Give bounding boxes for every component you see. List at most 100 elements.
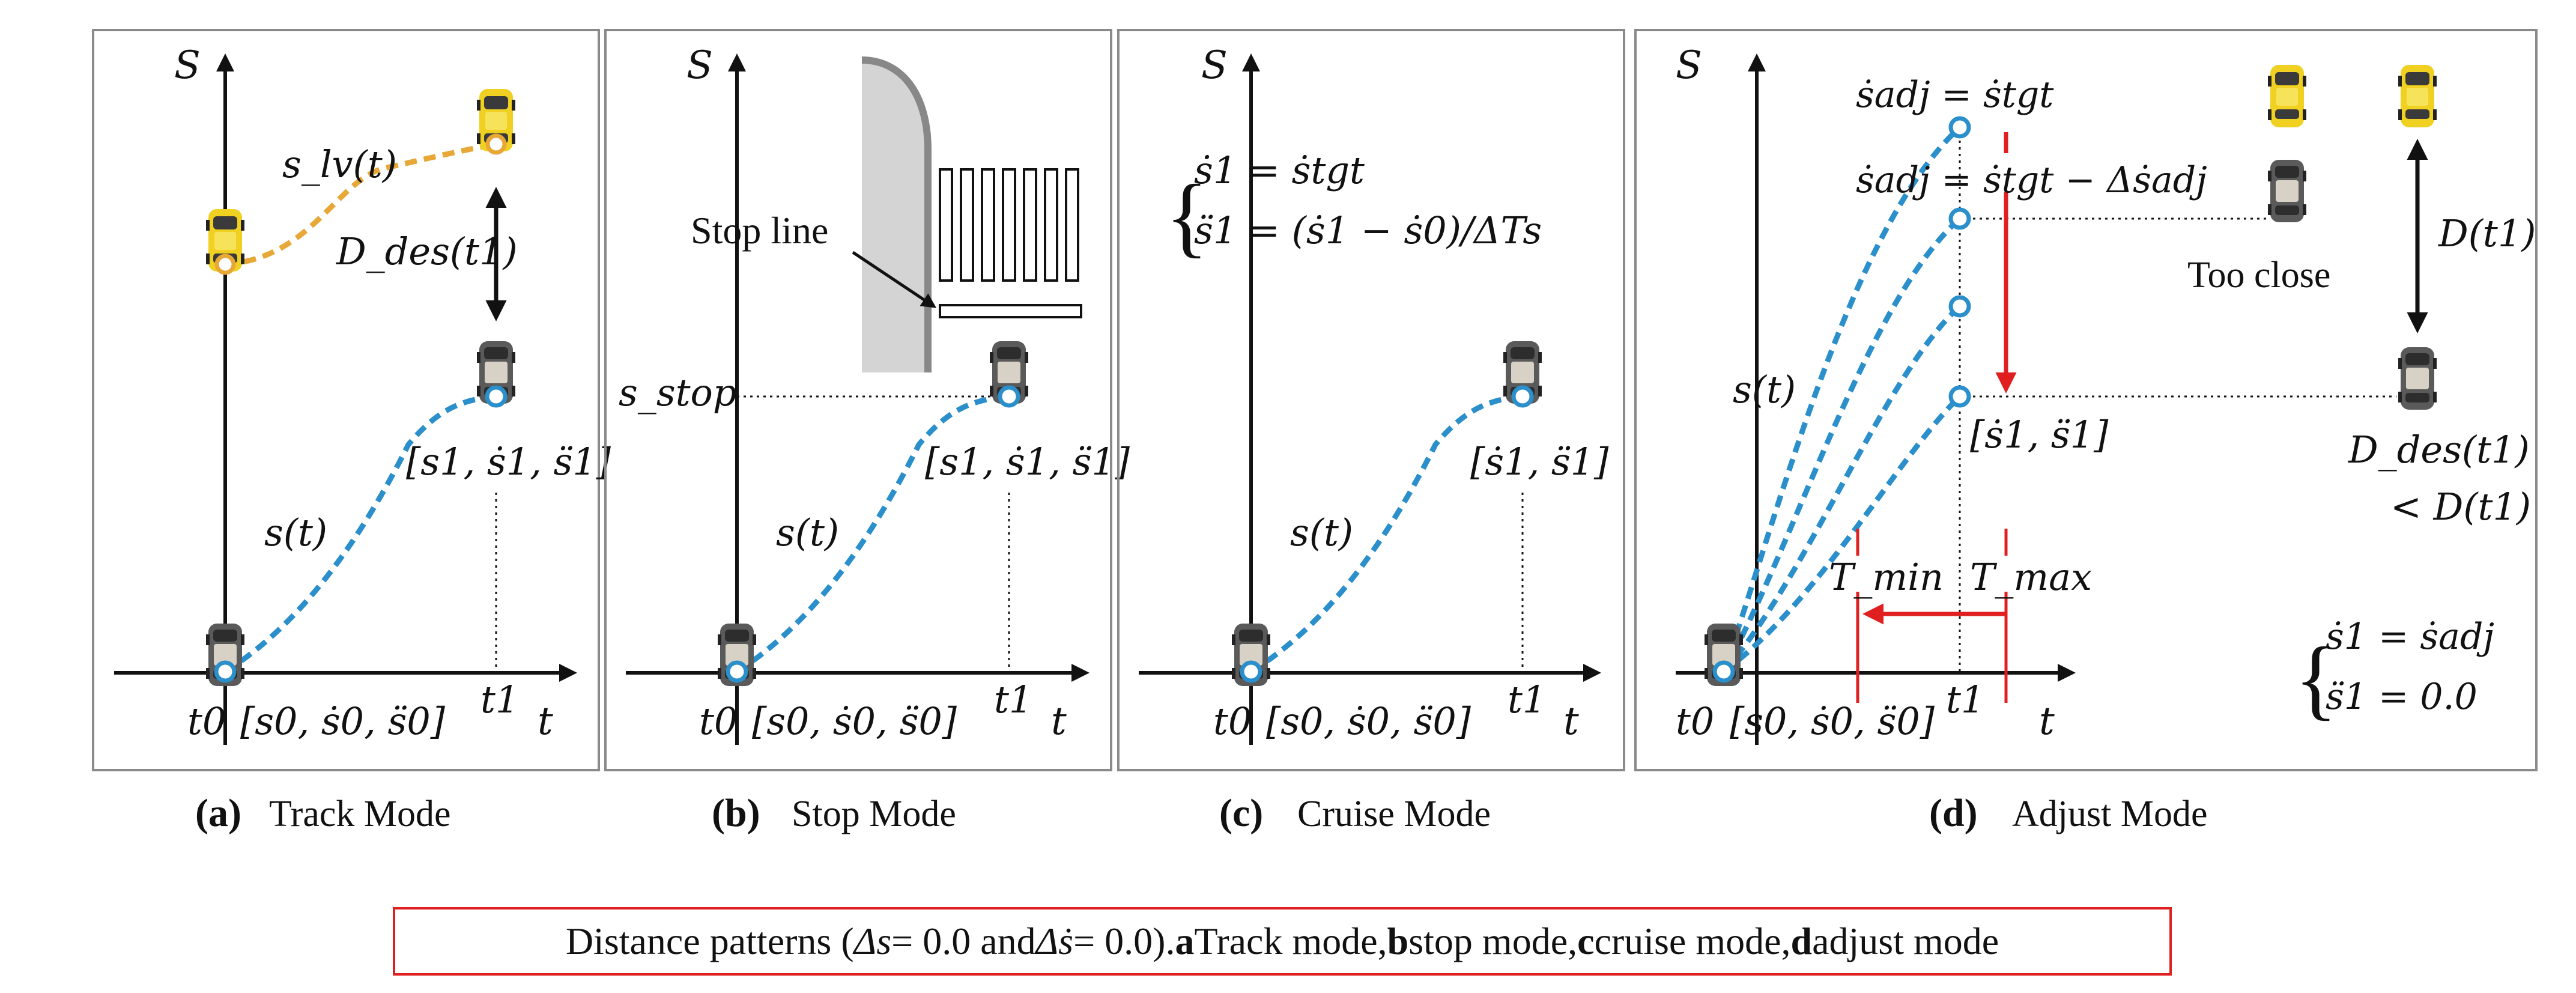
t0-label: t0 [187, 699, 226, 743]
ddes-label: D_des(t1) [336, 229, 518, 273]
caption-dsdot: Δṡ [1035, 920, 1074, 962]
start-point [214, 660, 237, 683]
candidate-trajectory-3 [1721, 304, 1962, 673]
caption-d-text: adjust mode [1812, 920, 1999, 962]
yellow-car-desired [2398, 65, 2437, 127]
candidate-trajectory-4 [1722, 394, 1962, 674]
distance-label: D(t1) [2438, 211, 2536, 255]
candidate-trajectory-2 [1721, 216, 1962, 673]
tmin-label: T_min [1829, 555, 1944, 599]
start-state-label: [s0, ṡ0, s̈0] [240, 699, 446, 743]
equation-2: s̈1 = 0.0 [2326, 676, 2478, 718]
trajectory-label: s(t) [776, 511, 839, 554]
caption-eq-b: = 0.0). [1073, 920, 1175, 962]
stop-line-pointer [852, 251, 937, 308]
stop-line-label: Stop line [691, 209, 828, 252]
x-axis-label: t [1563, 699, 1579, 744]
end-point [1511, 385, 1534, 408]
caption-ds: Δs [853, 920, 892, 962]
start-point [1240, 660, 1262, 683]
ddes-label: D_des(t1) [2348, 428, 2530, 472]
leader-start-point [214, 254, 236, 275]
trajectory-label: s(t) [1290, 511, 1353, 554]
panel-d-title: Adjust Mode [2012, 794, 2208, 834]
stop-line-bar [939, 304, 1082, 318]
ego-trajectory [1249, 393, 1523, 674]
caption-a-text: Track mode, [1194, 920, 1387, 962]
sstop-label: s_stop [619, 371, 737, 415]
end-state-label: [ṡ1, s̈1] [1970, 413, 2109, 457]
equation-1: ṡ1 = ṡadj [2326, 616, 2494, 658]
yellow-car-too-close [2268, 65, 2306, 127]
y-axis-label: S [686, 43, 713, 88]
caption-c-text: cruise mode, [1594, 920, 1791, 962]
t1-label: t1 [1946, 678, 1984, 721]
trajectory-label: s(t) [264, 511, 327, 554]
ddes-comparison-label: < D(t1) [2390, 485, 2531, 529]
panel-d-frame [1634, 29, 2538, 771]
candidate-end-3 [1948, 295, 1971, 318]
start-state-label: [s0, ṡ0, s̈0] [1266, 699, 1471, 743]
y-axis-label: S [174, 43, 201, 88]
road-curb [861, 56, 932, 372]
adjust-speed-label-1: ṡadj = ṡtgt [1856, 74, 2054, 116]
leader-trajectory [225, 141, 497, 267]
t1-label: t1 [1508, 678, 1546, 721]
panel-a-caption: (a) [195, 791, 241, 835]
panel-b-frame [604, 29, 1112, 771]
caption-b: b [1387, 920, 1409, 962]
end-state-label: [s1, ṡ1, s̈1] [406, 440, 611, 484]
candidate-trajectory-1 [1721, 125, 1962, 673]
equation-brace: { [2294, 629, 2338, 729]
t0-label: t0 [1676, 699, 1714, 743]
panel-c-frame [1117, 29, 1625, 771]
candidate-end-2 [1948, 207, 1971, 230]
caption-d: d [1790, 920, 1813, 962]
leader-trajectory-label: s_lv(t) [282, 142, 397, 186]
caption-prefix: Distance patterns ( [565, 920, 854, 962]
road-shoulder [862, 57, 928, 372]
start-state-label: [s0, ṡ0, s̈0] [1730, 699, 1935, 743]
equation-2: s̈1 = (ṡ1 − ṡ0)/ΔTs [1194, 208, 1542, 252]
ego-trajectory [223, 393, 497, 674]
trajectory-label: s(t) [1733, 368, 1796, 411]
t1-label: t1 [480, 678, 519, 721]
figure-caption: Distance patterns (Δs = 0.0 and Δṡ = 0.0… [393, 907, 2172, 976]
end-point [485, 385, 508, 408]
candidate-end-1 [1948, 116, 1971, 139]
end-state-label: [ṡ1, s̈1] [1470, 440, 1609, 484]
panel-b: S t Stop line s_stop s(t) [s1, ṡ1, s̈1] … [604, 29, 1130, 835]
tmax-label: T_max [1970, 555, 2092, 599]
start-point [1712, 660, 1735, 683]
t0-label: t0 [1213, 699, 1252, 743]
caption-a: a [1175, 920, 1195, 962]
caption-b-text: stop mode, [1408, 920, 1578, 962]
panel-a-frame [92, 29, 600, 771]
start-point [726, 660, 748, 683]
y-axis-label: S [1676, 43, 1702, 88]
too-close-label: Too close [2187, 255, 2330, 296]
leader-end-point [485, 133, 507, 155]
panel-c-caption: (c) [1219, 791, 1263, 835]
grey-car-desired [2398, 347, 2437, 410]
panel-a-title: Track Mode [269, 794, 451, 834]
x-axis-label: t [1051, 699, 1067, 744]
caption-c: c [1577, 920, 1595, 962]
panel-c: S t { ṡ1 = ṡtgt s̈1 = (ṡ1 − ṡ0)/ΔTs s(t)… [1117, 29, 1625, 835]
panel-d-caption: (d) [1929, 791, 1978, 835]
start-state-label: [s0, ṡ0, s̈0] [752, 699, 957, 743]
equation-brace: { [1165, 166, 1208, 266]
panel-b-caption: (b) [712, 791, 760, 835]
end-state-label: [s1, ṡ1, s̈1] [925, 440, 1130, 484]
x-axis-label: t [538, 699, 553, 744]
ego-trajectory [735, 393, 1010, 674]
caption-eq-a: = 0.0 and [891, 920, 1036, 962]
crosswalk [939, 168, 1079, 282]
panel-c-title: Cruise Mode [1297, 794, 1491, 834]
y-axis-label: S [1201, 43, 1228, 88]
t1-label: t1 [994, 678, 1032, 721]
x-axis-label: t [2039, 699, 2055, 744]
t0-label: t0 [699, 699, 738, 743]
grey-car-too-close [2268, 160, 2306, 222]
